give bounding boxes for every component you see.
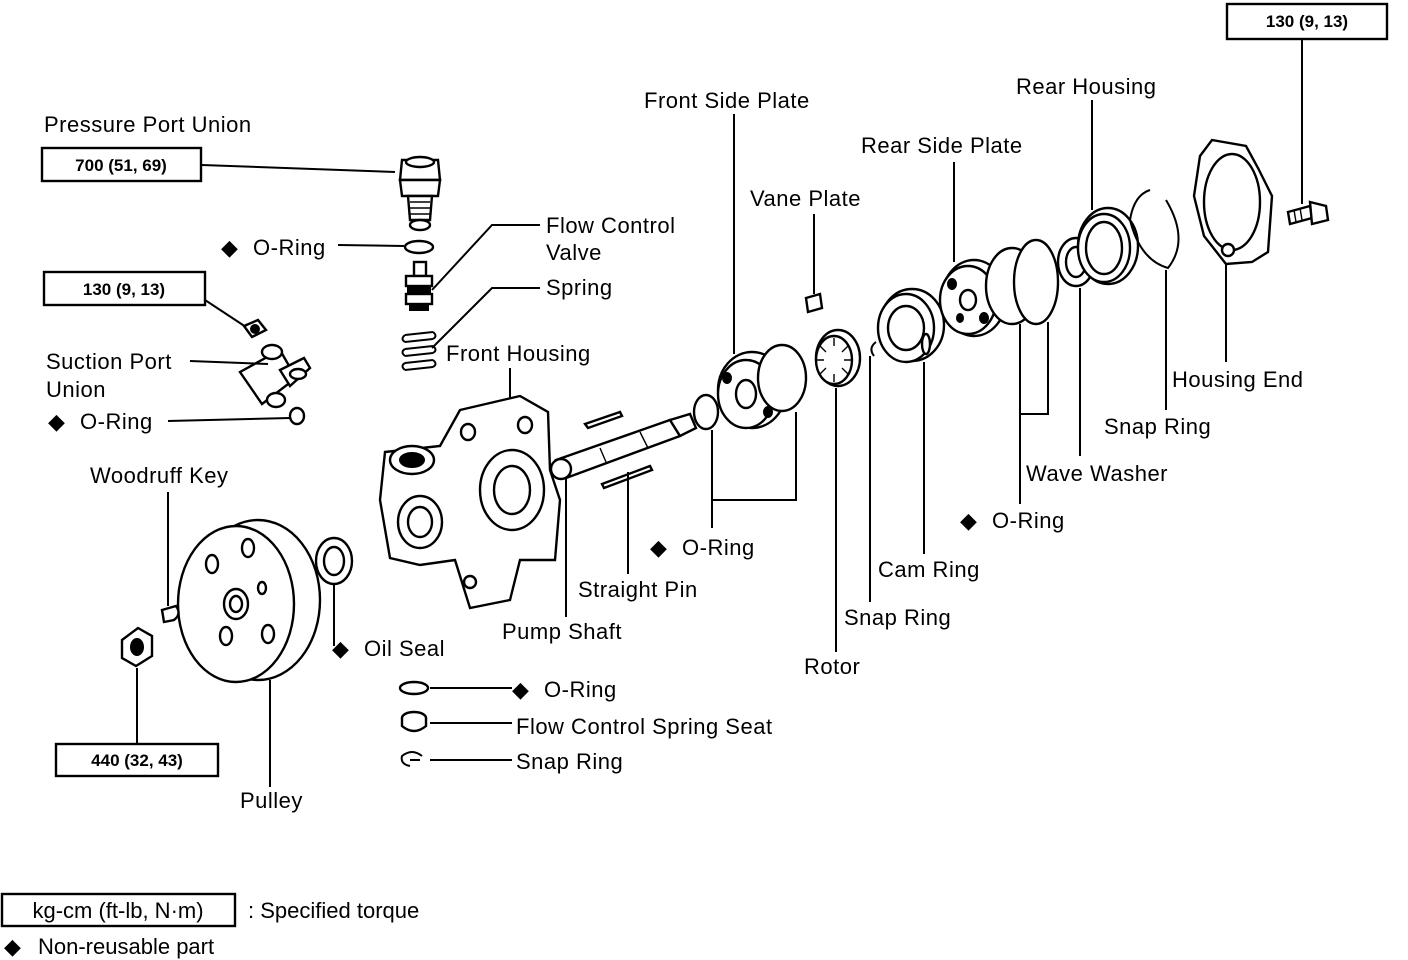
label-pressure-port-union: Pressure Port Union [44, 112, 252, 137]
label-woodruff-key: Woodruff Key [90, 463, 228, 488]
o-ring-rear-2-part [1012, 238, 1060, 326]
rear-bolt-part [1286, 200, 1330, 226]
torque-suction-port: 130 (9, 13) [83, 280, 165, 299]
housing-end-part [1192, 138, 1274, 266]
o-ring-pressure-part [403, 239, 435, 255]
torque-rear-bolt: 130 (9, 13) [1266, 12, 1348, 31]
snap-ring-bottom-part [400, 751, 423, 767]
diamond-marker: ◆ [960, 508, 977, 533]
label-rear-housing: Rear Housing [1016, 74, 1157, 99]
torque-box-pressure-port: 700 (51, 69) [40, 146, 203, 183]
o-ring-front-side-part [692, 393, 720, 431]
flow-control-valve-part [404, 260, 434, 311]
label-o-ring-bottom: O-Ring [544, 677, 617, 702]
label-rear-side-plate: Rear Side Plate [861, 133, 1023, 158]
label-o-ring-front-side: O-Ring [682, 535, 755, 560]
leader-lines [136, 40, 1303, 787]
label-straight-pin: Straight Pin [578, 577, 698, 602]
rear-housing-part [1076, 206, 1140, 286]
oil-seal-part [314, 536, 354, 586]
label-o-ring-pressure: O-Ring [253, 235, 326, 260]
label-wave-washer: Wave Washer [1026, 461, 1168, 486]
label-pulley: Pulley [240, 788, 303, 813]
flow-control-spring-seat-part [400, 710, 428, 733]
diamond-marker: ◆ [650, 535, 667, 560]
rotor-part [814, 328, 862, 388]
label-snap-ring-rear: Snap Ring [1104, 414, 1211, 439]
torque-pulley-nut: 440 (32, 43) [91, 751, 183, 770]
torque-box-rear-bolt: 130 (9, 13) [1225, 2, 1389, 41]
pulley-part [176, 518, 322, 684]
label-snap-ring-bottom: Snap Ring [516, 749, 623, 774]
suction-port-union-part [238, 343, 312, 409]
o-ring-front-plate-part [756, 343, 808, 413]
torque-pressure-port: 700 (51, 69) [75, 156, 167, 175]
label-rotor: Rotor [804, 654, 860, 679]
diamond-marker: ◆ [512, 677, 529, 702]
diamond-marker: ◆ [48, 409, 65, 434]
o-ring-suction-part [288, 406, 306, 426]
diamond-marker: ◆ [332, 636, 349, 661]
label-pump-shaft: Pump Shaft [502, 619, 622, 644]
label-flow-control-spring-seat: Flow Control Spring Seat [516, 714, 773, 739]
legend: kg-cm (ft-lb, N·m) : Specified torque ◆ … [0, 892, 419, 959]
label-o-ring-suction: O-Ring [80, 409, 153, 434]
label-snap-ring-rotor: Snap Ring [844, 605, 951, 630]
legend-torque-key: kg-cm (ft-lb, N·m) [32, 898, 203, 923]
label-front-housing: Front Housing [446, 341, 591, 366]
label-flow-control-valve-2: Valve [546, 240, 602, 265]
o-ring-bottom-part [398, 680, 430, 696]
label-housing-end: Housing End [1172, 367, 1303, 392]
legend-nonreusable-desc: Non-reusable part [38, 934, 214, 959]
label-cam-ring: Cam Ring [878, 557, 980, 582]
label-o-ring-rear: O-Ring [992, 508, 1065, 533]
label-flow-control-valve-1: Flow Control [546, 213, 675, 238]
label-suction-port-union-2: Union [46, 377, 106, 402]
snap-ring-rotor-part [870, 341, 877, 357]
label-oil-seal: Oil Seal [364, 636, 445, 661]
front-housing-part [378, 394, 562, 610]
legend-torque-desc: : Specified torque [248, 898, 419, 923]
woodruff-key-part [160, 604, 180, 624]
pump-shaft-part [549, 412, 698, 481]
spring-part [401, 331, 437, 371]
pressure-port-union-part [398, 155, 442, 232]
snap-ring-rear-part [1128, 189, 1180, 270]
pulley-nut-part [120, 626, 154, 668]
diamond-marker: ◆ [221, 235, 238, 260]
diamond-marker: ◆ [4, 934, 21, 959]
label-spring: Spring [546, 275, 613, 300]
torque-box-suction-port: 130 (9, 13) [42, 270, 207, 307]
torque-box-pulley-nut: 440 (32, 43) [54, 742, 220, 778]
label-front-side-plate: Front Side Plate [644, 88, 810, 113]
label-suction-port-union-1: Suction Port [46, 349, 172, 374]
cam-ring-part [876, 287, 946, 364]
vane-plate-part [804, 292, 824, 314]
suction-port-bolt-part [242, 318, 268, 339]
label-vane-plate: Vane Plate [750, 186, 861, 211]
